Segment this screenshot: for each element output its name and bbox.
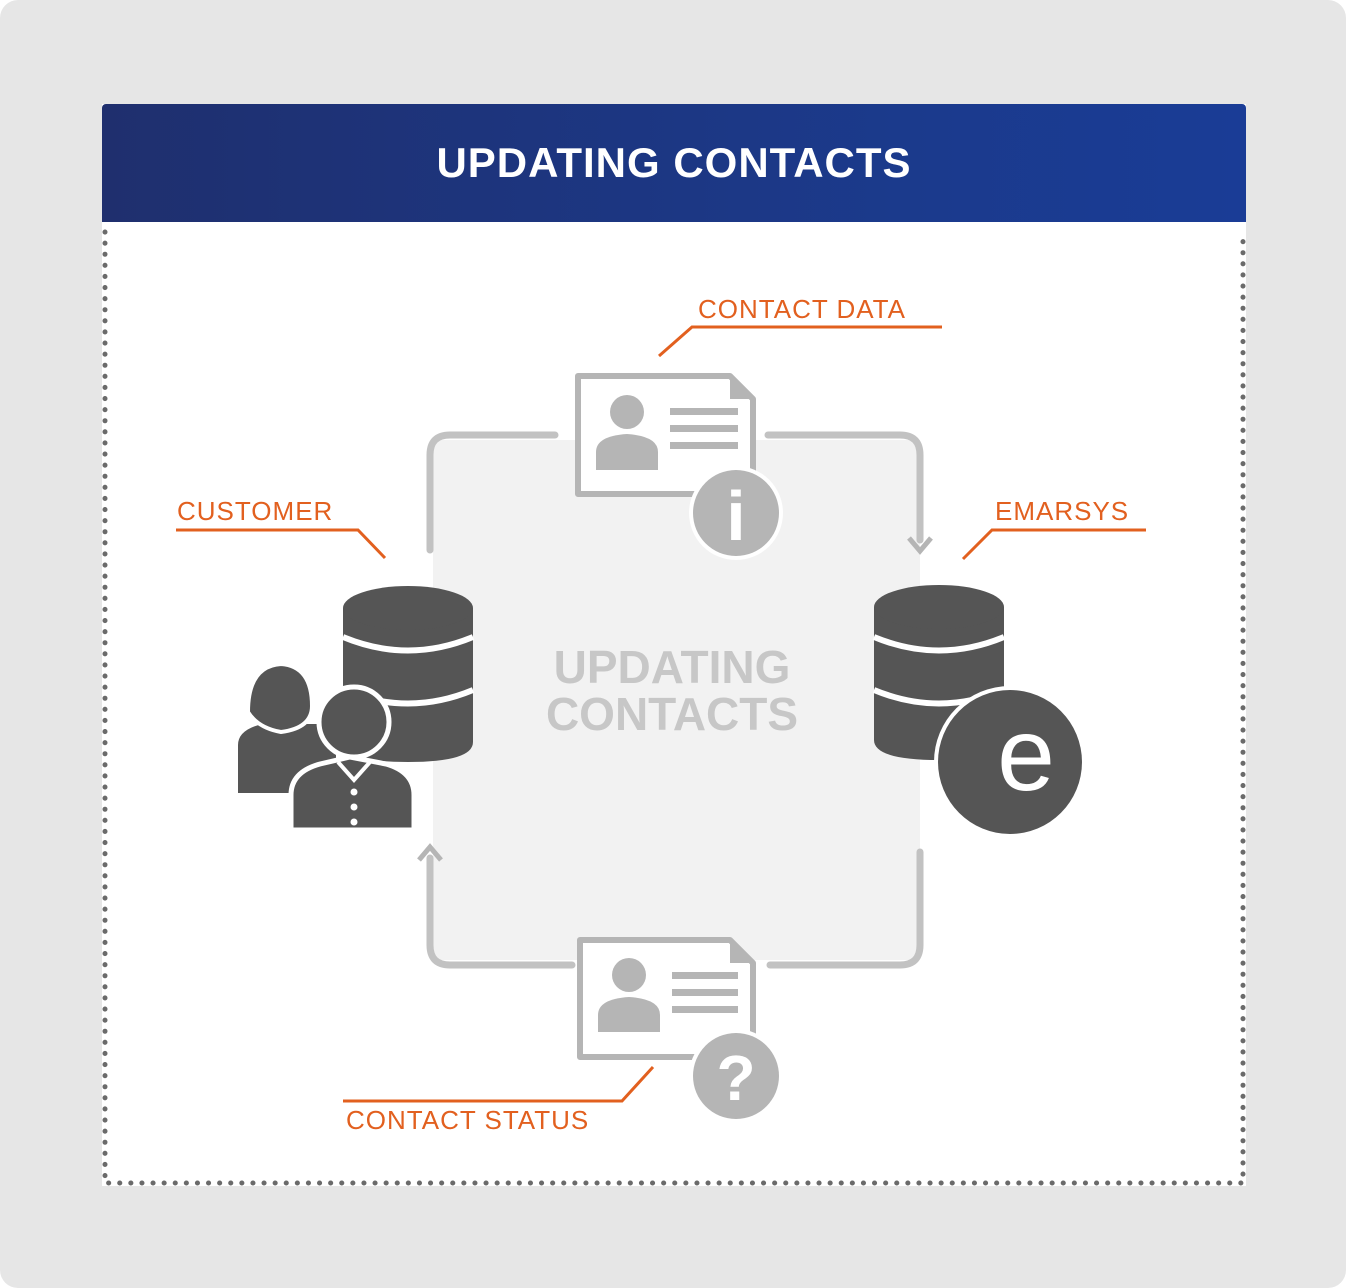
- emarsys-label: EMARSYS: [995, 496, 1129, 526]
- cycle-arrows: [426, 431, 924, 969]
- center-area: [433, 440, 920, 960]
- emarsys-logo-icon: e: [934, 686, 1086, 838]
- page-title: UPDATING CONTACTS: [436, 139, 912, 186]
- center-title-line1: UPDATING: [554, 641, 791, 693]
- emarsys-logo-glyph: e: [997, 697, 1055, 813]
- info-badge: [693, 470, 779, 556]
- question-badge: [693, 1033, 779, 1119]
- dotted-border: [102, 229, 1246, 1186]
- contact-data-label: CONTACT DATA: [698, 294, 906, 324]
- label-contact-status: CONTACT STATUS: [343, 1065, 655, 1135]
- center-title-line2: CONTACTS: [546, 688, 798, 740]
- label-emarsys: EMARSYS: [961, 496, 1146, 561]
- loop-top-right: [764, 431, 924, 544]
- contact-card-question-icon: ?: [577, 937, 783, 1123]
- label-contact-data: CONTACT DATA: [658, 294, 942, 358]
- header-bar: UPDATING CONTACTS: [102, 104, 1246, 222]
- contact-status-label: CONTACT STATUS: [346, 1105, 589, 1135]
- loop-top-left: [426, 431, 559, 554]
- arrowhead-down: [907, 536, 933, 555]
- customer-label: CUSTOMER: [177, 496, 333, 526]
- arrowhead-up: [417, 843, 443, 862]
- contact-card-info-icon: i: [575, 373, 783, 560]
- loop-bottom-left: [426, 854, 576, 969]
- loop-bottom-right: [766, 848, 924, 969]
- info-glyph: i: [726, 477, 745, 555]
- customers-icon: [234, 661, 417, 833]
- question-glyph: ?: [716, 1042, 755, 1114]
- label-customer: CUSTOMER: [176, 496, 387, 560]
